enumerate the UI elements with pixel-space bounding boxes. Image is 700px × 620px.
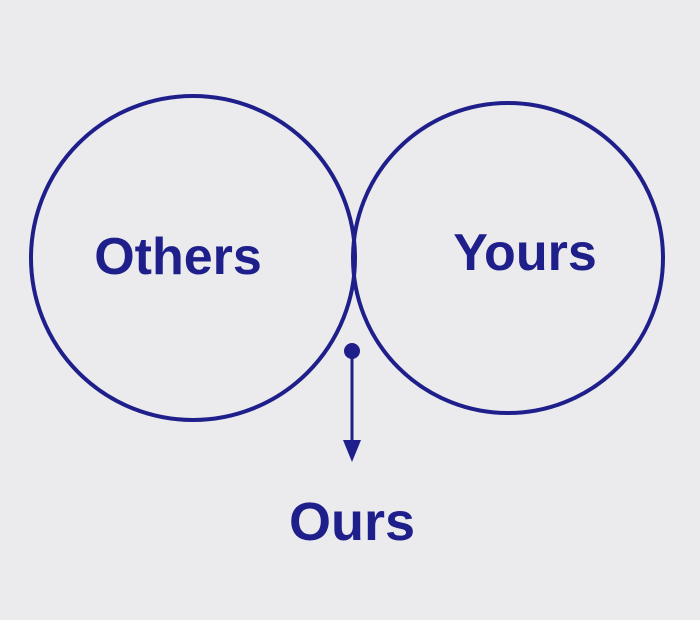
yours-label: Yours (453, 224, 597, 282)
hatch-line (353, 118, 355, 232)
yours-circle (351, 101, 665, 415)
arrow-down-icon (343, 440, 361, 462)
others-label: Others (94, 228, 262, 286)
ours-label: Ours (289, 492, 415, 552)
hatch-line (353, 103, 355, 202)
